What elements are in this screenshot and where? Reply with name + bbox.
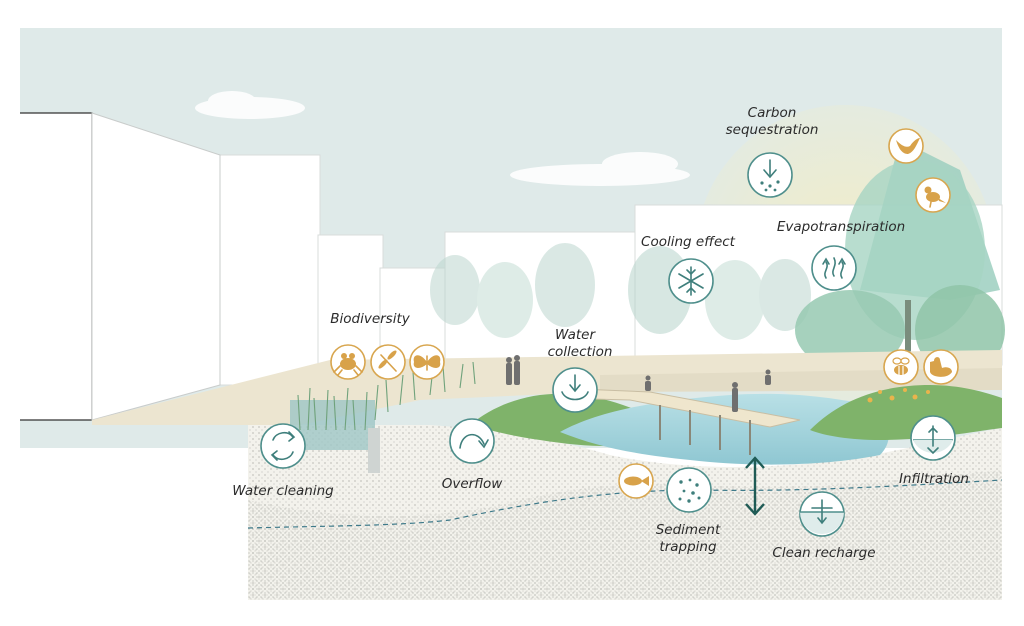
groundwater-line (247, 479, 1003, 529)
label-cooling-effect: Cooling effect (641, 234, 736, 250)
label-evapotranspiration: Evapotranspiration (777, 219, 905, 235)
water-collection-icon (552, 367, 598, 413)
infiltration-icon (910, 415, 956, 461)
flowers (867, 388, 930, 403)
label-carbon-1: Carbon (748, 105, 797, 121)
dragonfly-icon (370, 344, 406, 380)
frog-icon (330, 344, 366, 380)
label-sediment-1: Sediment (656, 522, 721, 538)
label-overflow: Overflow (442, 476, 503, 492)
label-water-collection-2: collection (548, 344, 613, 360)
tall-building-facade (91, 112, 221, 421)
duck-icon (923, 349, 959, 385)
bird-perched-icon (915, 177, 951, 213)
pond (560, 393, 889, 465)
clean-recharge-icon (799, 491, 845, 537)
overflow-icon (449, 418, 495, 464)
support-pillar (368, 428, 380, 473)
sediment-icon (666, 467, 712, 513)
recharge-arrow (745, 456, 765, 516)
label-sediment-2: trapping (659, 539, 717, 555)
grass-bank-right (810, 385, 1002, 440)
tall-building (20, 112, 93, 421)
label-carbon-2: sequestration (726, 122, 819, 138)
label-clean-recharge: Clean recharge (772, 545, 875, 561)
clouds (195, 91, 690, 186)
bird-icon (888, 128, 924, 164)
snowflake-icon (668, 258, 714, 304)
butterfly-icon (409, 344, 445, 380)
label-water-collection-1: Water (555, 327, 596, 343)
boardwalk-posts (659, 405, 751, 455)
people (506, 355, 771, 412)
tree-cluster (795, 140, 1005, 380)
label-biodiversity: Biodiversity (330, 311, 411, 327)
evapotranspiration-icon (811, 245, 857, 291)
fish-icon (618, 463, 654, 499)
bee-icon (883, 349, 919, 385)
reeds-left (297, 361, 476, 431)
carbon-sequestration-icon (747, 152, 793, 198)
label-infiltration: Infiltration (899, 471, 969, 487)
label-water-cleaning: Water cleaning (232, 483, 334, 499)
water-cleaning-icon (260, 423, 306, 469)
